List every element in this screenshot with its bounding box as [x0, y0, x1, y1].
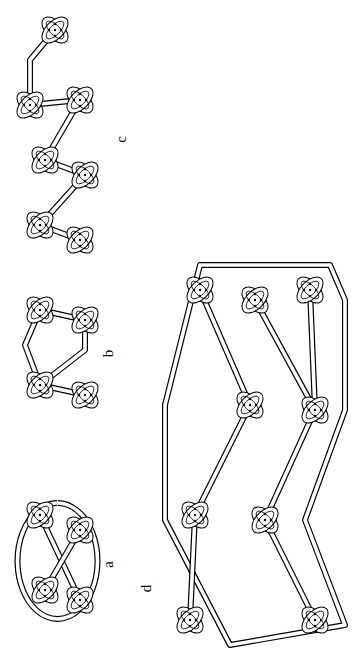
- figure-label: a: [100, 561, 115, 568]
- knot: [12, 12, 332, 637]
- figure-label: b: [101, 350, 116, 358]
- band: [17, 30, 345, 645]
- figure-label: c: [113, 136, 128, 143]
- figure-label: d: [139, 585, 154, 593]
